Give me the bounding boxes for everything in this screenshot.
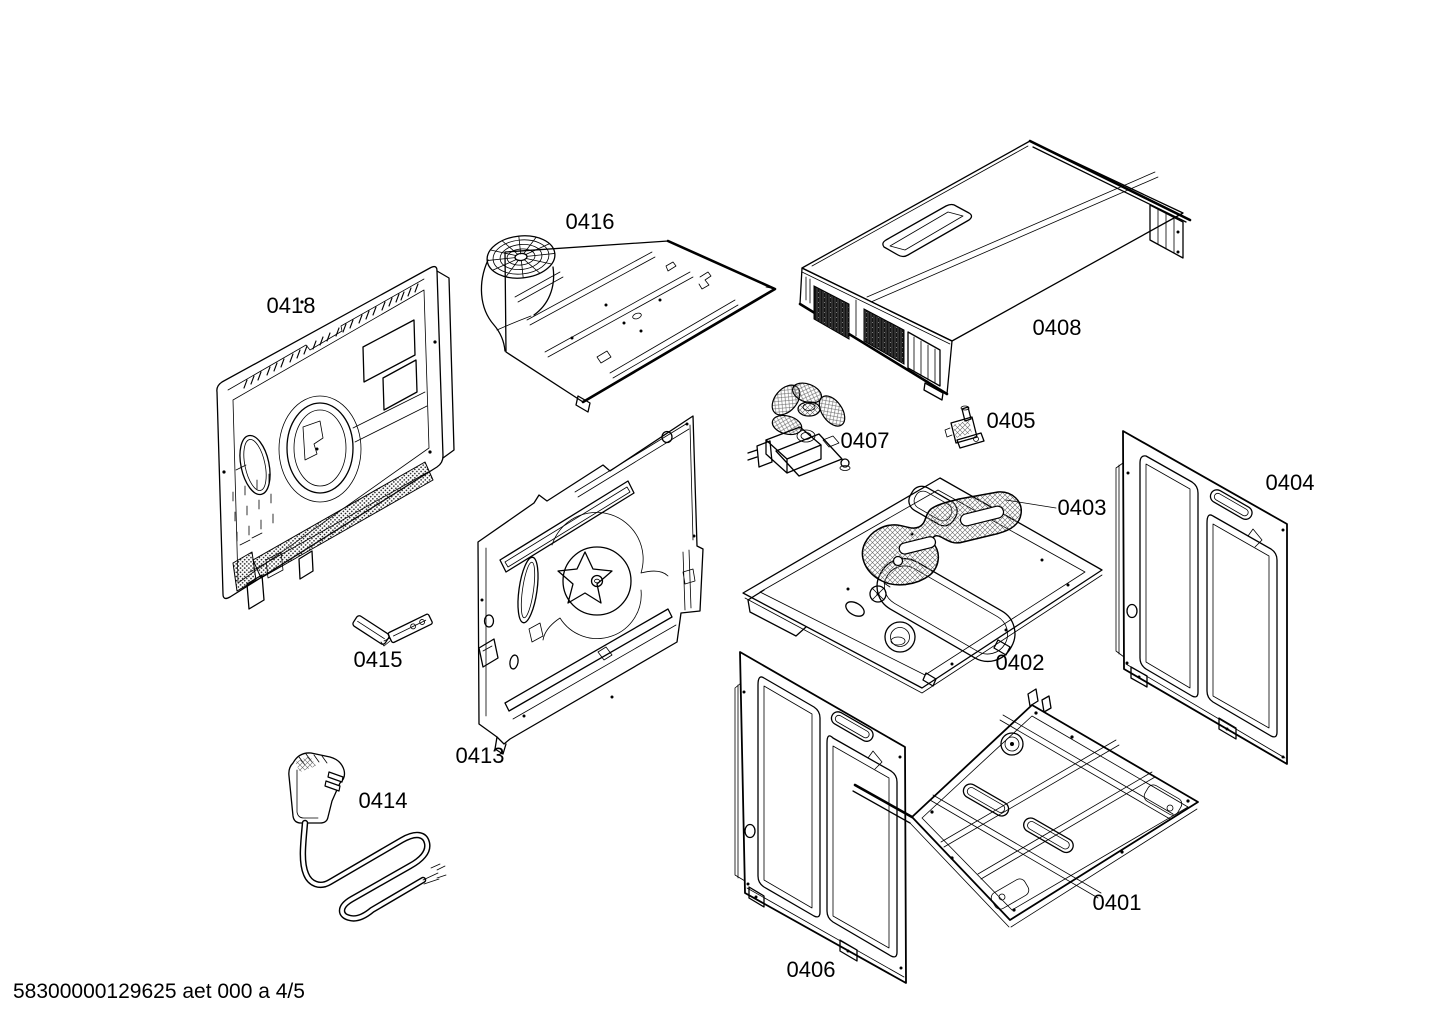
part-0408-top-cover	[798, 139, 1192, 401]
part-label-0407: 0407	[841, 428, 890, 453]
part-0404-side-panel-right	[1115, 430, 1288, 765]
leader-line-0403	[1005, 499, 1057, 509]
part-label-0402: 0402	[996, 650, 1045, 675]
part-0406-side-panel-left	[734, 651, 907, 984]
part-label-0404: 0404	[1266, 470, 1315, 495]
part-label-0415: 0415	[354, 647, 403, 672]
part-label-0408: 0408	[1033, 315, 1082, 340]
part-0402-oven-top-panel	[742, 477, 1103, 694]
part-0416-fan-housing-plate	[480, 235, 777, 413]
part-label-0414: 0414	[359, 788, 408, 813]
part-0414-power-cord	[288, 752, 447, 919]
part-0413-inner-back-panel	[477, 415, 704, 755]
part-label-0405: 0405	[987, 408, 1036, 433]
part-label-0401: 0401	[1093, 890, 1142, 915]
part-0403-insulation-deflector	[861, 491, 1057, 588]
blower-grille	[486, 235, 556, 279]
part-label-0413: 0413	[456, 743, 505, 768]
part-label-0406: 0406	[787, 957, 836, 982]
part-0415-mounting-bracket	[352, 613, 433, 647]
part-label-0418: 0418	[267, 293, 316, 318]
part-0418-outer-back-panel	[216, 265, 455, 610]
part-0401-base-panel	[852, 688, 1199, 928]
document-code: 58300000129625 aet 000 a 4/5	[13, 980, 305, 1003]
part-label-0403: 0403	[1058, 495, 1107, 520]
part-label-0416: 0416	[566, 209, 615, 234]
part-0405-thermostat-switch	[944, 405, 985, 449]
part-0407-cooling-fan-motor	[747, 382, 851, 477]
